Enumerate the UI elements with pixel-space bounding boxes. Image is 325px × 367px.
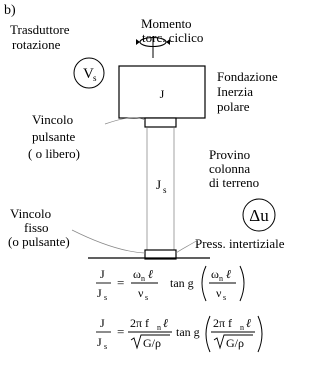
eq1-lhs-den-sub: s <box>104 293 107 302</box>
torque-label-line2: torc. ciclico <box>142 30 204 45</box>
fixed-constraint-line1: Vincolo <box>10 206 52 221</box>
foundation-block <box>118 65 206 119</box>
pulsing-constraint-line1: Vincolo <box>32 112 74 127</box>
eq2-tang: tan g <box>176 325 200 339</box>
torque-label-line1: Momento <box>141 16 192 31</box>
eq2-arg-numerator-sub: n <box>240 323 244 332</box>
eq2-lhs-denominator: J <box>97 335 102 349</box>
vs-subscript: s <box>93 73 97 83</box>
foundation-label-line3: polare <box>217 99 250 114</box>
eq2-numerator: 2π f <box>130 316 149 330</box>
pulsing-constraint-line3: ( o libero) <box>28 146 80 161</box>
pulsing-constraint-line2: pulsante <box>32 129 76 144</box>
fixed-leader-line <box>71 229 146 254</box>
vs-symbol: V <box>83 66 94 82</box>
eq2-lhs-den-sub: s <box>104 342 107 351</box>
eq1-omega: ω <box>133 267 141 281</box>
eq2-numerator-sub: n <box>157 323 161 332</box>
bottom-platen <box>144 249 177 260</box>
pore-pressure-circle <box>242 198 276 232</box>
column-mass-label: J <box>156 177 161 192</box>
eq2-numerator-ell: ℓ <box>163 316 168 330</box>
eq1-ell: ℓ <box>148 267 153 281</box>
equation-1: J J s = ω n ℓ ν s tan g ω n ℓ ν s <box>96 265 245 302</box>
eq1-arg-nu: ν <box>216 286 222 300</box>
eq1-nu: ν <box>138 286 144 300</box>
column-mass-subscript: s <box>163 185 167 195</box>
transducer-label-line2: rotazione <box>12 37 61 52</box>
panel-letter: b) <box>4 3 16 18</box>
delta-u-symbol: Δu <box>249 206 269 225</box>
pressure-leader-line <box>175 239 199 254</box>
sample-label-line3: di terreno <box>209 175 260 190</box>
eq1-arg-omega-sub: n <box>219 274 223 283</box>
eq1-arg-nu-sub: s <box>223 293 226 302</box>
fixed-constraint-line3: (o pulsante) <box>8 234 70 249</box>
pressure-label: Press. intertiziale <box>195 236 285 251</box>
eq1-arg-ell: ℓ <box>226 267 231 281</box>
fixed-constraint-line2: fisso <box>24 220 49 235</box>
torque-arrow-icon <box>136 36 170 58</box>
eq1-nu-sub: s <box>145 293 148 302</box>
eq1-lhs-denominator: J <box>97 286 102 300</box>
pulsing-leader-line <box>104 117 146 125</box>
top-platen <box>144 117 177 128</box>
equation-2: J J s = 2π f n ℓ G/ρ tan g 2π f n ℓ G/ρ <box>96 315 263 353</box>
foundation-mass-label: J <box>160 87 165 101</box>
eq2-sqrt-arg: G/ρ <box>143 336 161 350</box>
foundation-label-line1: Fondazione <box>217 69 278 84</box>
eq2-arg-numerator: 2π f <box>213 316 232 330</box>
eq2-arg-numerator-ell: ℓ <box>246 316 251 330</box>
transducer-label-line1: Trasduttore <box>10 22 70 37</box>
transducer-circle <box>73 57 105 89</box>
eq1-equals: = <box>117 275 124 290</box>
eq1-lhs-numerator: J <box>100 267 105 281</box>
eq1-tang: tan g <box>170 276 194 290</box>
eq1-omega-sub: n <box>141 274 145 283</box>
eq2-arg-sqrt-arg: G/ρ <box>226 336 244 350</box>
sample-label-line2: colonna <box>209 161 251 176</box>
eq1-arg-omega: ω <box>211 267 219 281</box>
eq2-equals: = <box>117 324 124 339</box>
foundation-label-line2: Inerzia <box>217 84 254 99</box>
sample-label-line1: Provino <box>209 147 251 162</box>
eq2-lhs-numerator: J <box>100 316 105 330</box>
